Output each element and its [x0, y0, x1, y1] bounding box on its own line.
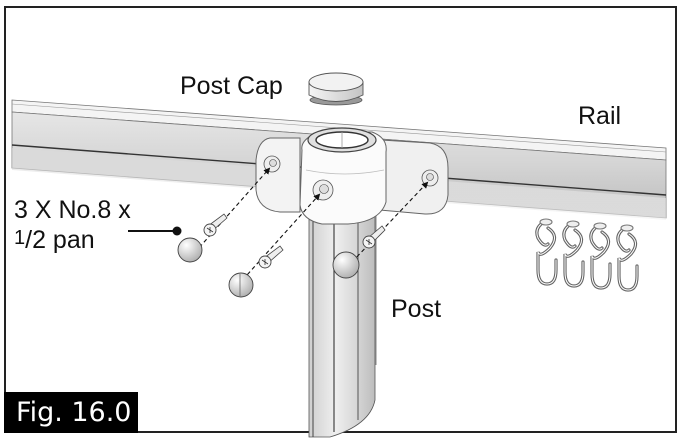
screw-spec-fraction-numerator: 1 — [14, 227, 26, 249]
screw-callout-leader — [128, 226, 182, 236]
curtain-hook — [562, 220, 585, 288]
screw-spec-line2: 1/2 pan — [14, 226, 95, 255]
screw-1 — [203, 213, 228, 237]
post-bracket — [255, 127, 449, 225]
post-cap-label: Post Cap — [180, 72, 283, 100]
screw-cover-1 — [177, 237, 203, 263]
screw-3 — [362, 225, 386, 249]
curtain-hook — [589, 222, 612, 290]
assembly-guides — [189, 167, 429, 286]
rail-label: Rail — [578, 102, 622, 130]
curtain-hook — [535, 218, 558, 286]
curtain-hooks — [535, 218, 639, 292]
screw-hole-right — [421, 169, 439, 187]
post — [308, 199, 377, 438]
screw-cover-3 — [332, 251, 360, 279]
screw-spec-line1: 3 X No.8 x — [14, 196, 131, 224]
figure-label: Fig. 16.0 — [4, 392, 138, 433]
post-label: Post — [391, 295, 442, 323]
screw-spec-fraction-rest: /2 pan — [25, 226, 95, 254]
curtain-hook — [616, 224, 639, 292]
screw-hole-left — [263, 155, 281, 173]
screw-cover-2 — [228, 272, 254, 298]
post-cap — [308, 72, 364, 106]
screw-2 — [258, 245, 284, 269]
screw-hole-center — [312, 179, 334, 201]
